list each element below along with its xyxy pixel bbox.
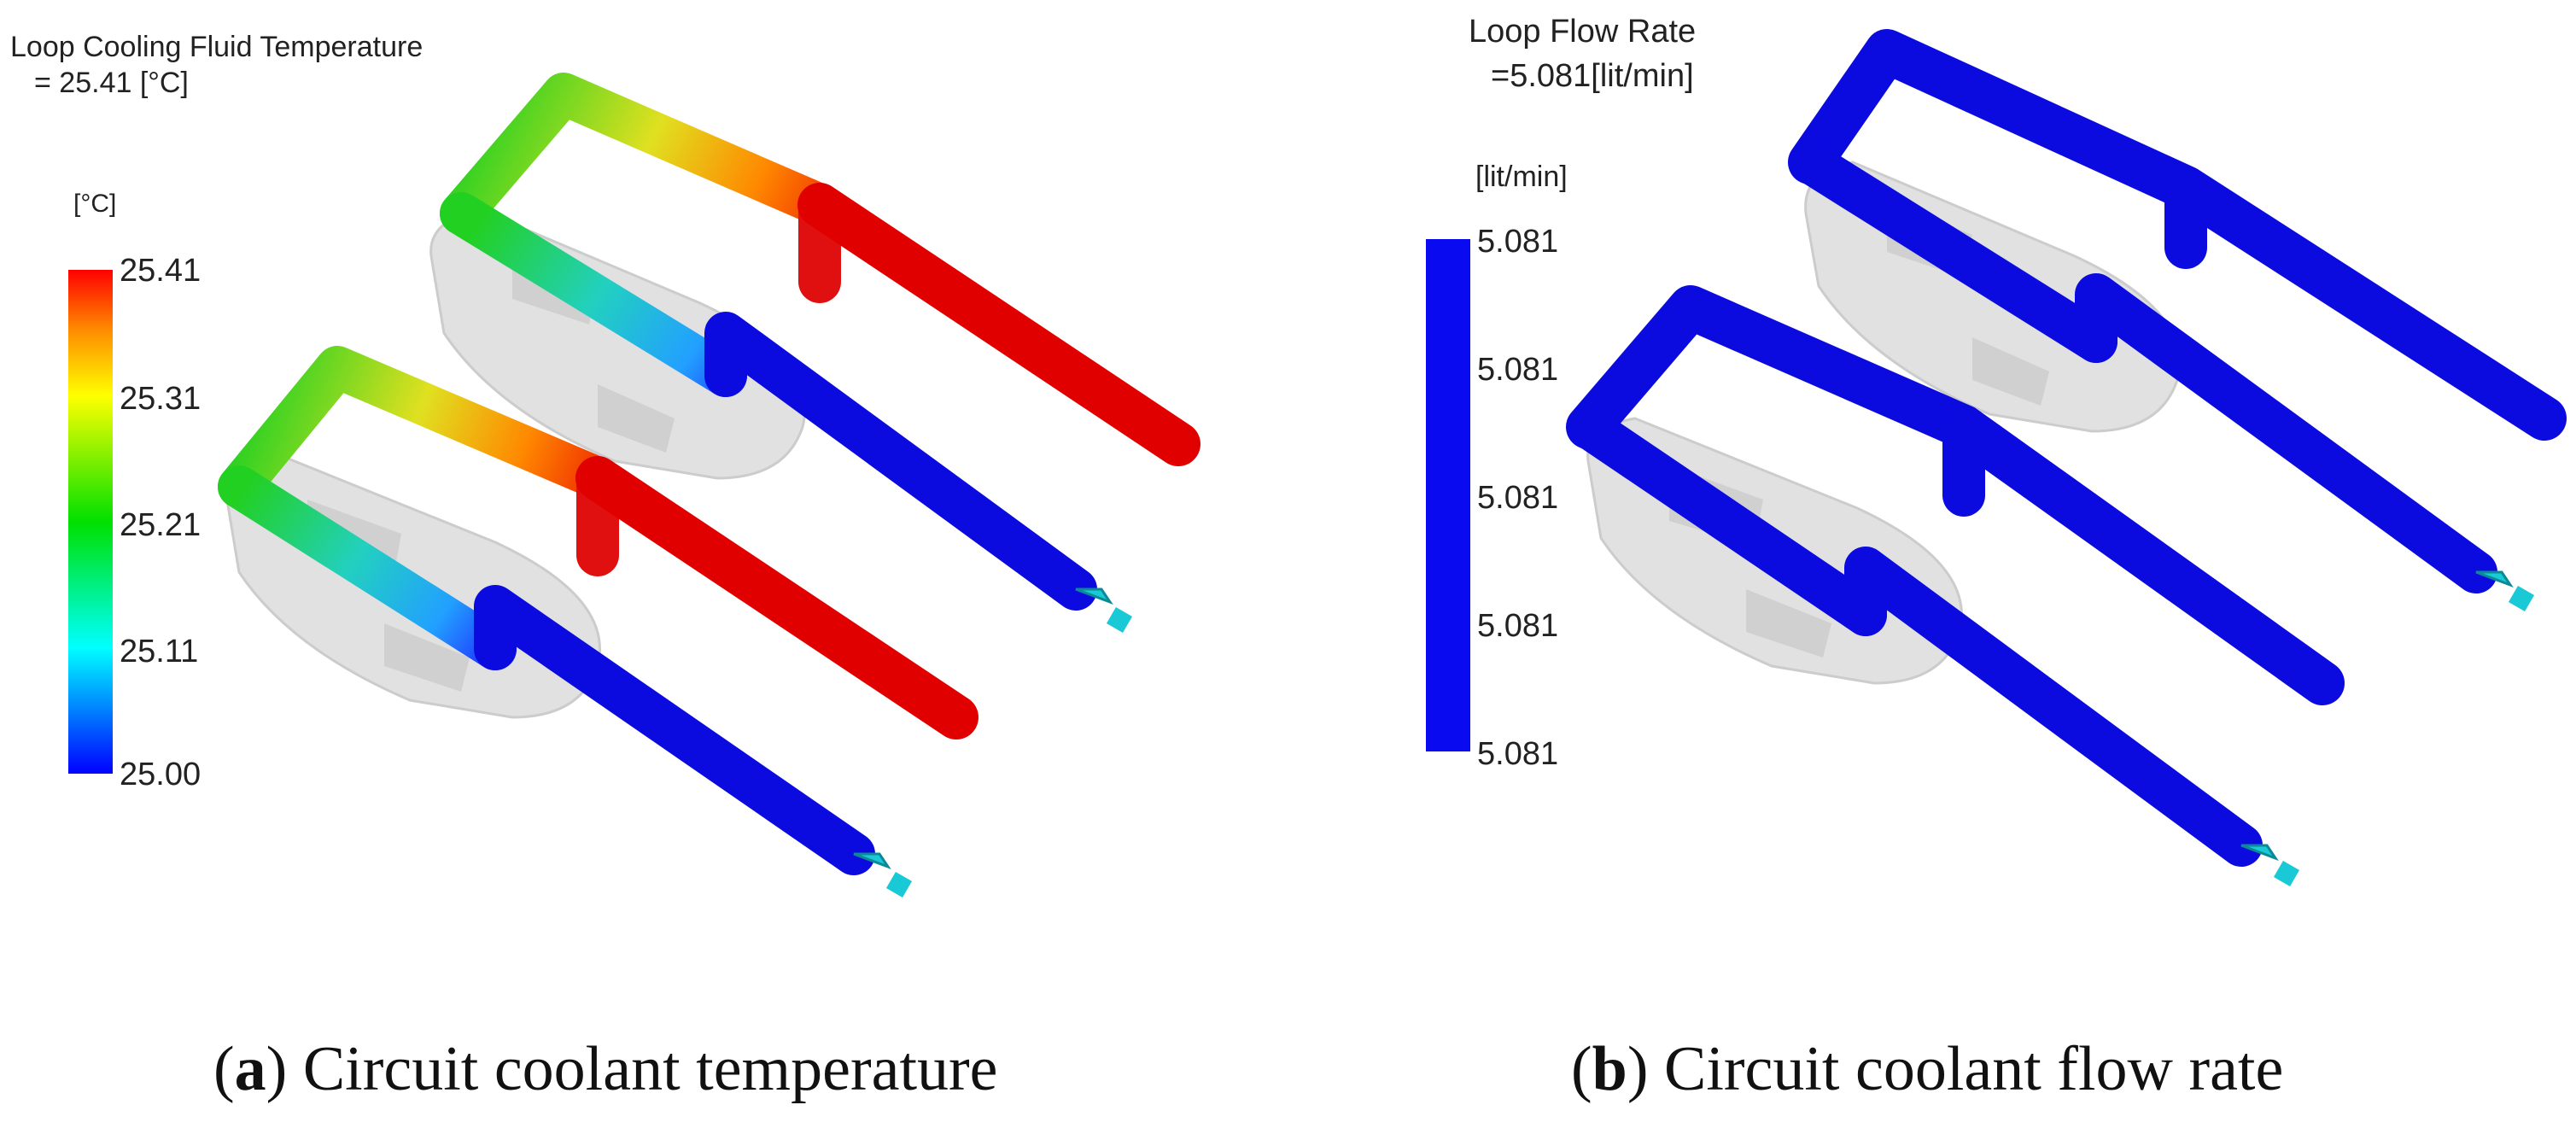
colorbar-tick: 25.31	[120, 381, 202, 417]
colorbar-tick: 5.081	[1477, 352, 1559, 388]
plot-title: Loop Cooling Fluid Temperature	[10, 31, 423, 63]
cooling-loop-bottom	[218, 346, 978, 875]
inlet-arrow-bottom-icon	[2240, 844, 2300, 887]
colorbar-tick: 5.081	[1477, 736, 1559, 772]
plot-subtitle: =5.081[lit/min]	[1491, 58, 1694, 94]
cooling-loop-top	[1788, 29, 2567, 593]
panel-flow-rate: Loop Flow Rate =5.081[lit/min] [lit/min]…	[1332, 0, 2576, 1104]
colorbar-tick: 25.11	[120, 634, 199, 669]
plot-subtitle: = 25.41 [°C]	[34, 67, 189, 99]
flow-rate-scene	[1426, 29, 2567, 887]
plot-title: Loop Flow Rate	[1469, 14, 1697, 50]
panel-temperature: Loop Cooling Fluid Temperature = 25.41 […	[0, 0, 1247, 1104]
inlet-arrow-top-icon	[2475, 570, 2535, 612]
colorbar-tick: 5.081	[1477, 608, 1559, 644]
colorbar-unit: [°C]	[73, 190, 117, 218]
caption-b: (b) Circuit coolant flow rate	[1571, 1034, 2284, 1104]
cooling-loop-bottom	[1566, 285, 2345, 867]
flow-rate-colorbar	[1426, 239, 1470, 751]
colorbar-tick: 25.41	[120, 253, 202, 289]
cooling-loop-top	[440, 73, 1200, 611]
colorbar-tick: 25.21	[120, 507, 202, 543]
caption-a: (a) Circuit coolant temperature	[213, 1034, 998, 1104]
colorbar-tick: 5.081	[1477, 480, 1559, 516]
inlet-arrow-bottom-icon	[853, 852, 913, 898]
temperature-colorbar	[68, 270, 113, 774]
inlet-arrow-top-icon	[1075, 588, 1133, 634]
colorbar-tick: 25.00	[120, 757, 202, 792]
temperature-scene	[68, 73, 1200, 898]
colorbar-tick: 5.081	[1477, 224, 1559, 260]
colorbar-unit: [lit/min]	[1475, 161, 1568, 193]
